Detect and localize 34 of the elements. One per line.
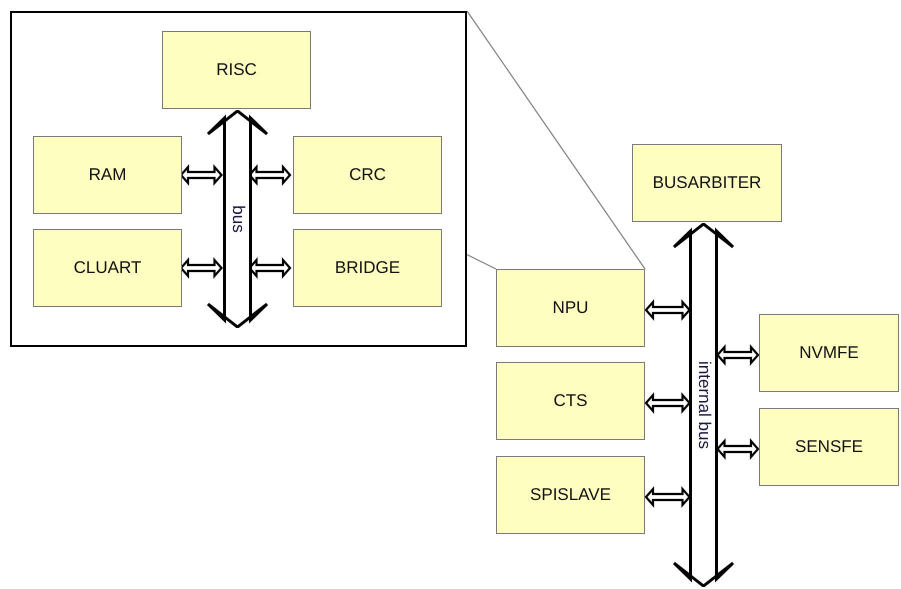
- double-arrow: [716, 344, 760, 366]
- module-box: [496, 456, 645, 534]
- zoom-line: [466, 10, 646, 270]
- module-label: BRIDGE: [334, 258, 400, 278]
- double-arrow: [644, 486, 691, 508]
- double-arrow: [644, 299, 691, 321]
- module-box: [162, 31, 311, 109]
- double-arrow: [716, 438, 760, 460]
- module-label: NPU: [552, 298, 588, 318]
- module-box: [759, 314, 899, 392]
- double-arrow: [180, 257, 223, 279]
- module-box: [33, 229, 182, 307]
- module-box: [293, 229, 442, 307]
- module-label: NVMFE: [799, 343, 859, 363]
- zoom-frame: [10, 11, 467, 347]
- double-arrow: [180, 164, 223, 186]
- module-label: BUSARBITER: [652, 173, 762, 193]
- module-label: SPISLAVE: [530, 485, 611, 505]
- bus-label: internal bus: [694, 361, 714, 449]
- module-label: CTS: [554, 391, 588, 411]
- module-label: CLUART: [74, 258, 142, 278]
- bus-label: bus: [228, 205, 248, 233]
- module-label: RISC: [216, 60, 257, 80]
- zoom-line: [466, 254, 496, 270]
- module-label: SENSFE: [794, 437, 864, 457]
- double-arrow: [644, 392, 691, 414]
- module-box: [632, 144, 782, 222]
- module-box: [293, 136, 442, 214]
- module-label: RAM: [88, 165, 126, 185]
- module-box: [496, 362, 645, 440]
- module-label: CRC: [349, 165, 386, 185]
- module-box: [33, 136, 182, 214]
- module-box: [496, 269, 645, 347]
- module-box: [759, 408, 899, 486]
